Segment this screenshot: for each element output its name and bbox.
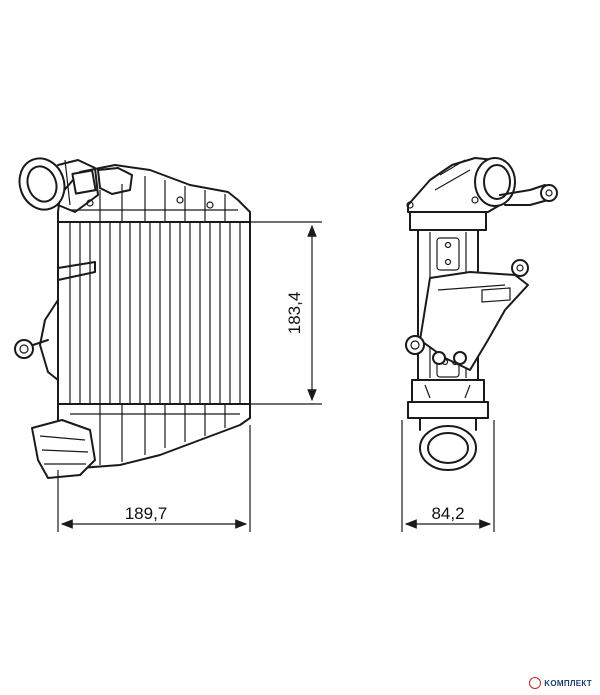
height-label: 183,4 [285, 292, 304, 335]
logo-text: KOMПЛЕКТ [544, 678, 592, 688]
width-label: 189,7 [125, 504, 168, 523]
front-sensor [71, 167, 133, 195]
depth-label: 84,2 [431, 504, 464, 523]
width-dimension: 189,7 [57, 425, 251, 532]
front-core [57, 221, 251, 405]
logo-icon [529, 677, 542, 689]
side-top-lug [499, 184, 558, 206]
side-outlet-pipe [419, 417, 477, 471]
brand-logo: KOMПЛЕКТ [529, 677, 592, 689]
side-mount-bracket [405, 259, 529, 371]
side-inlet-elbow [406, 157, 516, 213]
front-outlet-pipe [31, 419, 96, 479]
front-view [14, 157, 251, 479]
front-mount-bracket [14, 261, 96, 381]
height-dimension: 183,4 [250, 221, 322, 405]
side-view [405, 157, 558, 471]
front-inlet-pipe [18, 157, 99, 213]
depth-dimension: 84,2 [401, 420, 495, 532]
